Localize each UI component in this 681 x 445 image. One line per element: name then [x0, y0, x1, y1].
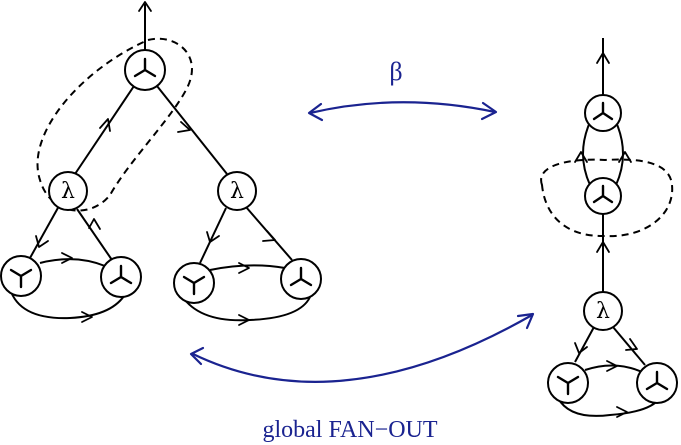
lambda-node: λ [217, 171, 257, 211]
fan-out-label: global FAN−OUT [262, 417, 437, 443]
arrowhead-left [189, 346, 205, 366]
edge-a-b-top [39, 258, 106, 267]
edge-lambda2-c [199, 207, 227, 264]
edge-lambda1-b [76, 208, 113, 261]
lambda-node: λ [583, 291, 623, 331]
fan-node [100, 256, 142, 298]
fan-node [173, 262, 215, 304]
fan-node [636, 362, 678, 404]
arrowhead [206, 231, 220, 243]
arrowhead [81, 311, 93, 323]
left-graph: λ λ [0, 1, 322, 326]
edge-lambda1-top [74, 85, 135, 175]
lambda-symbol: λ [230, 179, 244, 204]
edge-lambda-b [612, 326, 646, 366]
beta-label: β [389, 57, 402, 86]
fan-out-arrow [192, 314, 533, 383]
arrowhead [625, 338, 638, 351]
arrowhead [574, 151, 588, 163]
dashed-selection [36, 37, 193, 212]
lambda-symbol: λ [61, 179, 75, 204]
arrowhead [618, 151, 632, 163]
edge-loop-right [615, 121, 624, 186]
fan-node [0, 255, 42, 297]
edge-c-d-top [209, 264, 286, 271]
edge-a-b-bottom [9, 288, 125, 320]
fan-node [547, 362, 589, 404]
arrowhead [238, 314, 250, 326]
fan-out-transition: global FAN−OUT [189, 312, 535, 443]
arrowhead-right [480, 101, 498, 121]
edge-lambda-a [574, 326, 595, 363]
fan-node [584, 177, 622, 215]
arrowhead [35, 235, 49, 248]
arrowhead [606, 360, 618, 372]
arrowhead [177, 121, 191, 133]
arrowhead [61, 252, 73, 264]
lambda-symbol: λ [596, 299, 610, 324]
arrowhead [88, 218, 101, 230]
fan-node [584, 94, 622, 132]
right-graph: λ [540, 38, 678, 418]
beta-transition: β [307, 57, 498, 122]
arrowhead [138, 1, 152, 12]
arrowhead [262, 230, 276, 242]
dashed-selection [540, 158, 674, 238]
fan-node [280, 258, 322, 300]
fan-node [124, 49, 166, 91]
beta-arrow [309, 101, 496, 115]
arrowhead-left [307, 102, 324, 122]
arrowhead [596, 52, 610, 64]
arrowhead [99, 118, 111, 132]
arrowhead-right [516, 312, 535, 330]
edge-a-b-bottom [557, 397, 661, 417]
edge-loop-left [582, 121, 591, 186]
edge-c-d-bottom [181, 295, 311, 322]
edge-lambda1-a [29, 205, 60, 259]
arrowhead [238, 262, 250, 274]
arrowhead [574, 342, 588, 354]
edge-lambda2-top [156, 85, 228, 175]
lambda-node: λ [48, 171, 88, 211]
arrowhead [596, 241, 610, 253]
arrowhead [616, 406, 628, 418]
